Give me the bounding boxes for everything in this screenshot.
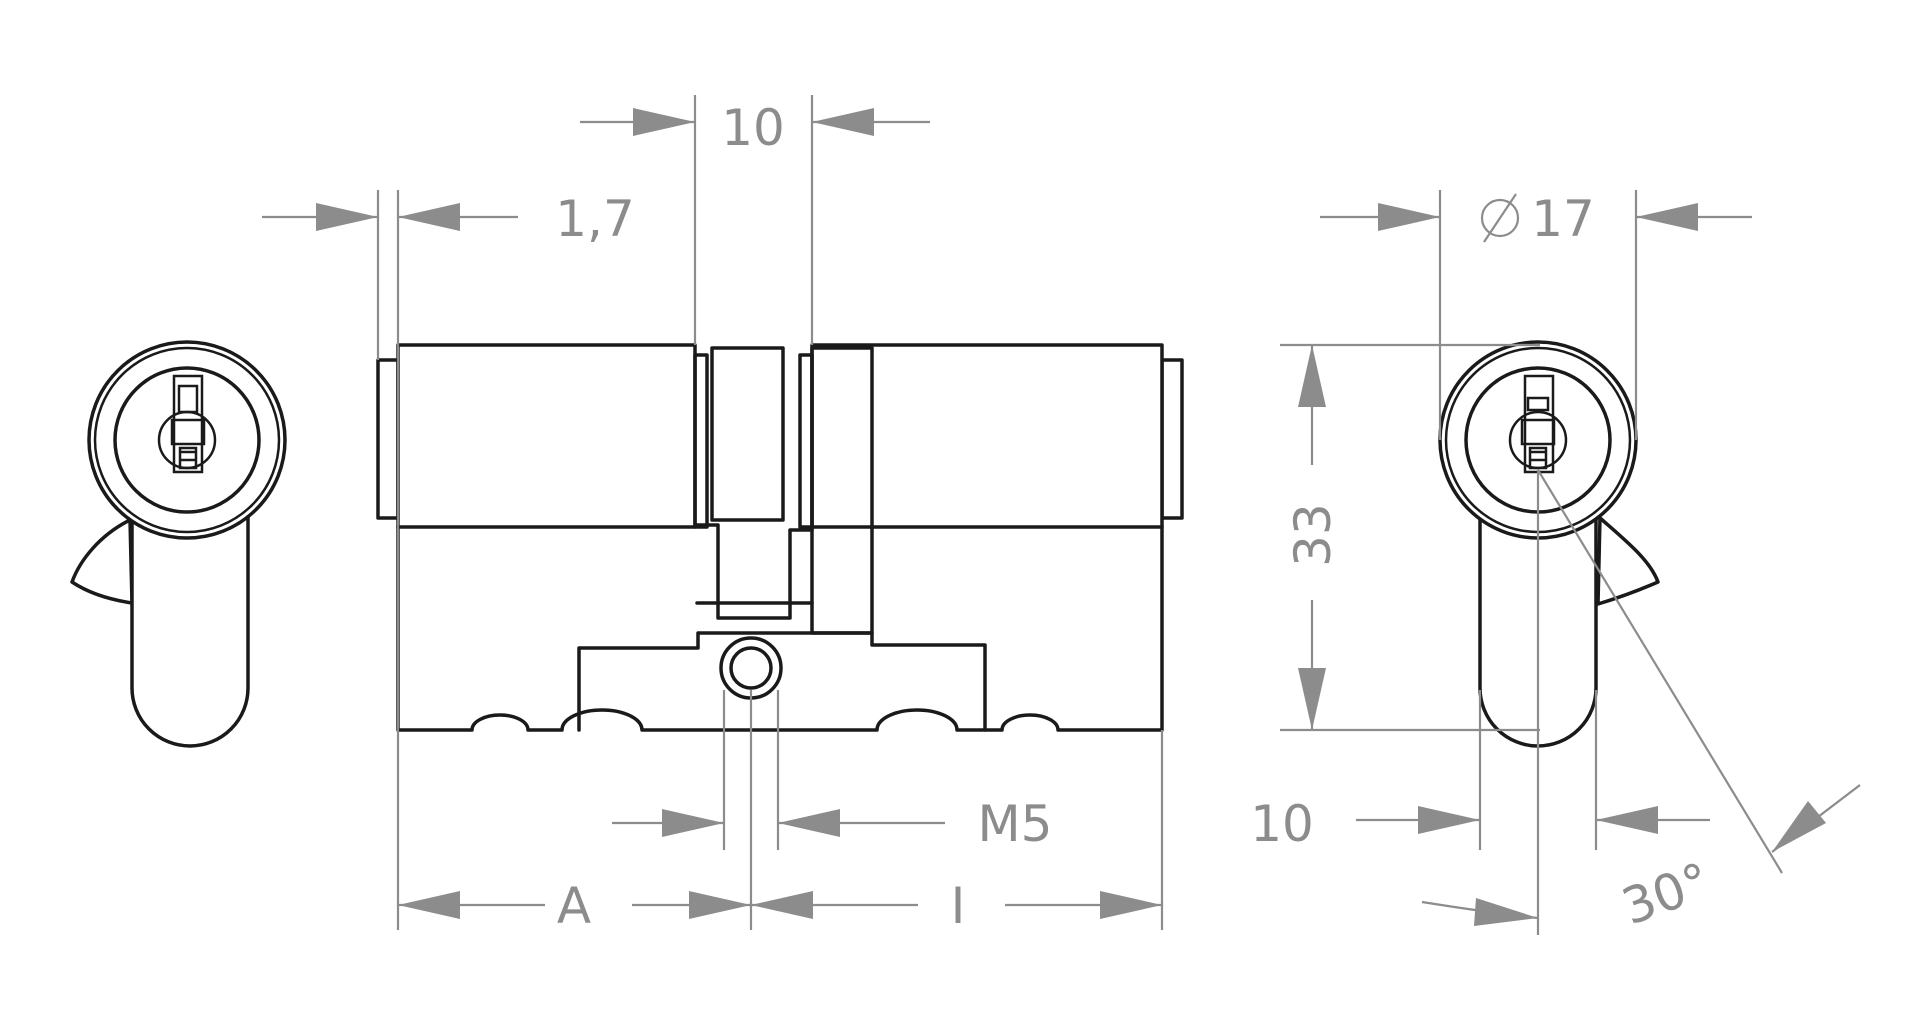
dim-1-7-label: 1,7 [555,190,635,248]
dim-10-top-label: 10 [721,99,785,157]
dim-i-label: I [951,877,966,935]
dim-a-label: A [557,877,591,935]
diameter-icon [1480,193,1520,243]
dimension-labels: 10 1,7 17 33 M5 A I 10 30° [555,99,1718,936]
right-end-view [1438,340,1660,748]
left-end-view [70,340,287,748]
dimension-lines [262,95,1861,935]
cylinder-front-view [376,343,1184,732]
dim-10-bottom-label: 10 [1250,795,1314,853]
dim-m5-label: M5 [978,795,1053,853]
dim-diameter-label: 17 [1531,190,1595,248]
dim-angle-label: 30° [1615,852,1718,937]
dim-33-label: 33 [1284,503,1342,567]
